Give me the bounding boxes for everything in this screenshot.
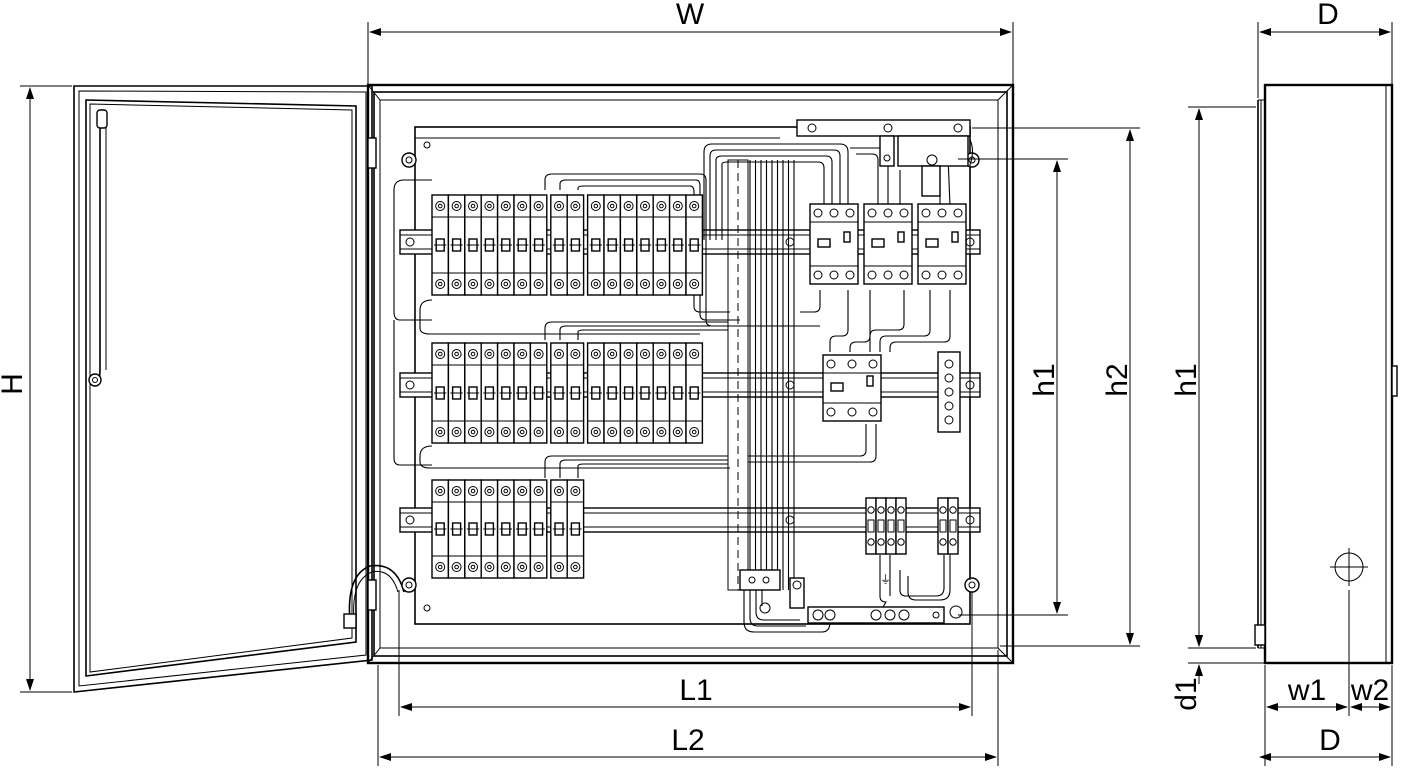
circuit-breaker bbox=[513, 479, 532, 579]
circuit-breaker bbox=[566, 194, 585, 296]
terminal-block bbox=[937, 351, 961, 433]
dimension-labels: W H h1 h2 L1 L2 D h1 d1 w1 w2 D bbox=[0, 0, 1389, 757]
dim-label-w2: w2 bbox=[1350, 674, 1389, 707]
dim-label-d-top: D bbox=[1317, 0, 1339, 31]
dimension-lines bbox=[20, 22, 1140, 766]
circuit-breaker bbox=[550, 479, 568, 579]
circuit-breaker bbox=[685, 342, 704, 444]
contactor bbox=[917, 203, 967, 285]
dim-label-l2: L2 bbox=[671, 724, 704, 757]
dim-label-d1: d1 bbox=[1170, 677, 1203, 710]
dim-label-h2: h2 bbox=[1101, 363, 1134, 396]
dim-label-w1: w1 bbox=[1287, 674, 1326, 707]
circuit-breaker bbox=[652, 194, 671, 296]
circuit-breaker bbox=[566, 342, 585, 444]
circuit-breaker bbox=[550, 342, 568, 444]
contactor bbox=[822, 354, 882, 422]
ground-bus: ⏚ bbox=[739, 569, 963, 624]
svg-text:⏚: ⏚ bbox=[880, 573, 891, 586]
circuit-breaker bbox=[566, 479, 585, 579]
contactor bbox=[809, 203, 859, 285]
circuit-breaker bbox=[496, 479, 515, 579]
circuit-breaker bbox=[496, 194, 515, 296]
contactor bbox=[863, 203, 913, 285]
circuit-breaker bbox=[529, 479, 548, 579]
terminal-block bbox=[937, 497, 959, 555]
circuit-breaker bbox=[447, 342, 466, 444]
dim-label-h1-front: h1 bbox=[1028, 363, 1061, 396]
circuit-breaker bbox=[668, 342, 687, 444]
breaker-row bbox=[431, 194, 704, 296]
dim-label-h1-side: h1 bbox=[1170, 363, 1203, 396]
circuit-breaker bbox=[431, 194, 450, 296]
circuit-breaker bbox=[464, 342, 482, 444]
circuit-breaker bbox=[529, 342, 548, 444]
circuit-breaker bbox=[496, 342, 515, 444]
side-view bbox=[1188, 22, 1398, 766]
circuit-breaker bbox=[513, 342, 532, 444]
dim-label-w: W bbox=[676, 0, 705, 31]
circuit-breaker bbox=[685, 194, 704, 296]
dim-label-d-bottom: D bbox=[1319, 724, 1341, 757]
circuit-breaker bbox=[464, 194, 482, 296]
breaker-modules bbox=[431, 194, 967, 579]
circuit-breaker bbox=[668, 194, 687, 296]
circuit-breaker bbox=[529, 194, 548, 296]
circuit-breaker bbox=[636, 342, 654, 444]
circuit-breaker bbox=[550, 194, 568, 296]
circuit-breaker bbox=[603, 194, 622, 296]
circuit-breaker bbox=[603, 342, 622, 444]
circuit-breaker bbox=[464, 479, 482, 579]
circuit-breaker bbox=[586, 342, 605, 444]
circuit-breaker bbox=[619, 342, 638, 444]
circuit-breaker bbox=[480, 194, 499, 296]
dim-label-h: H bbox=[0, 373, 29, 395]
terminal-block bbox=[865, 497, 907, 555]
circuit-breaker bbox=[431, 342, 450, 444]
breaker-row bbox=[431, 479, 585, 579]
circuit-breaker bbox=[480, 342, 499, 444]
door-handle-icon bbox=[93, 120, 101, 387]
open-door bbox=[73, 85, 405, 693]
dim-label-l1: L1 bbox=[679, 674, 712, 707]
circuit-breaker bbox=[431, 479, 450, 579]
circuit-breaker bbox=[636, 194, 654, 296]
circuit-breaker bbox=[447, 479, 466, 579]
circuit-breaker bbox=[586, 194, 605, 296]
circuit-breaker bbox=[652, 342, 671, 444]
top-busbar bbox=[796, 119, 971, 197]
circuit-breaker bbox=[447, 194, 466, 296]
circuit-breaker bbox=[480, 479, 499, 579]
circuit-breaker bbox=[619, 194, 638, 296]
circuit-breaker bbox=[513, 194, 532, 296]
breaker-row bbox=[431, 342, 704, 444]
